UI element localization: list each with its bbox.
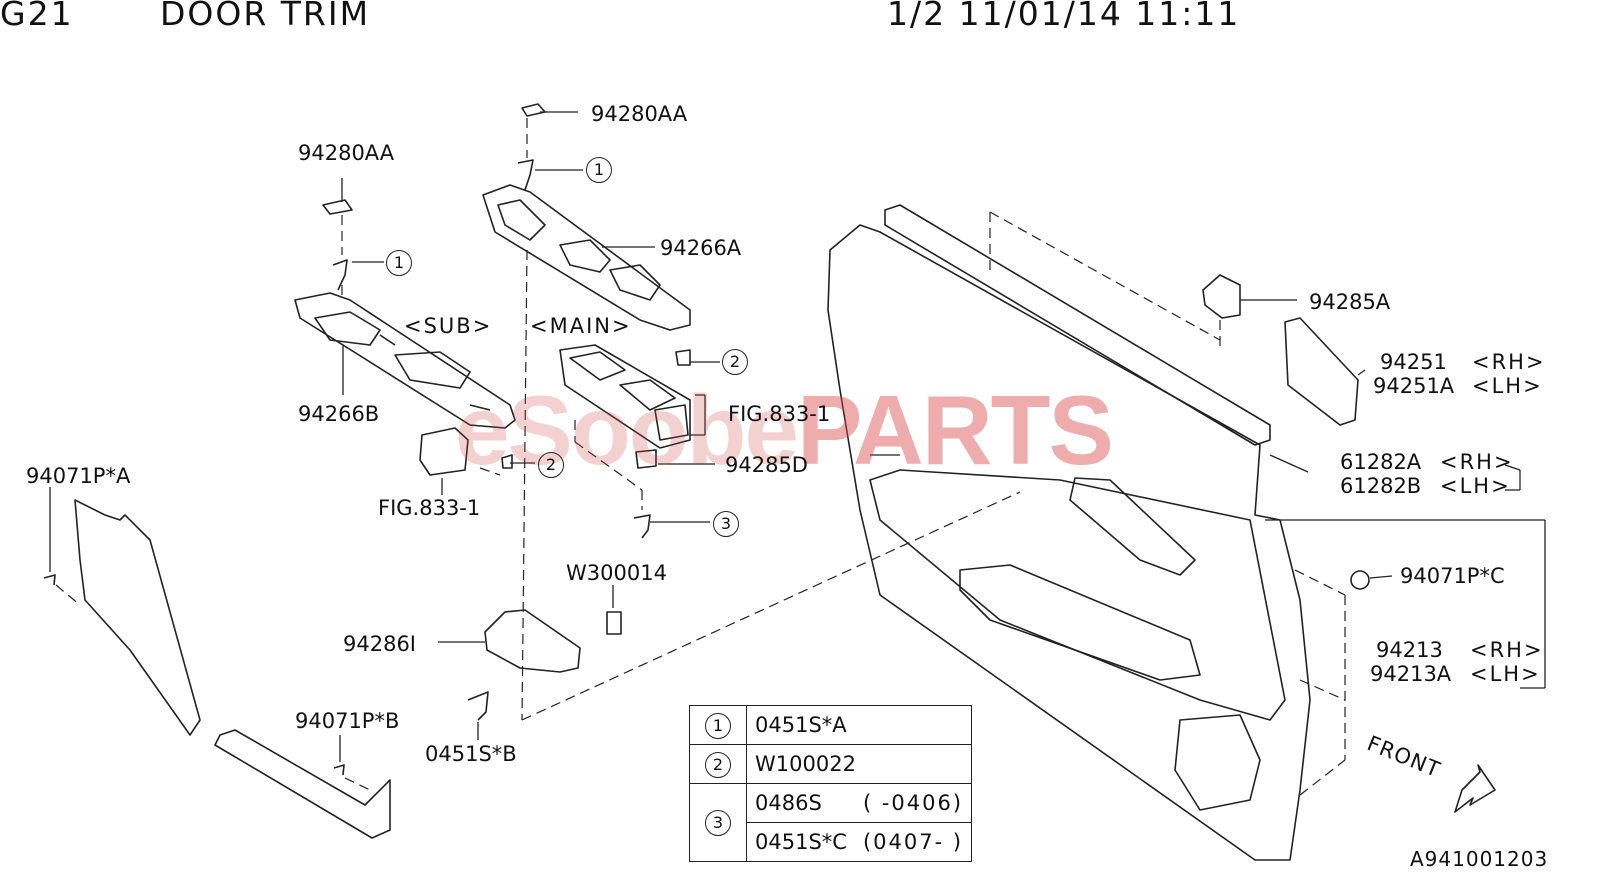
pillar-trim (74, 499, 201, 736)
diagram-code: G21 (0, 0, 74, 33)
door-trim-panel (827, 204, 1311, 861)
label-94285a: 94285A (1309, 290, 1391, 314)
label-main: <MAIN> (530, 314, 632, 338)
label-94280aa-top: 94280AA (591, 102, 688, 126)
switch-panel-94266a (482, 184, 691, 331)
table-cell-num: 2 (689, 744, 747, 784)
callout-circle: 3 (713, 511, 739, 537)
leader-lines (49, 111, 1546, 762)
callout-circle: 3 (705, 810, 731, 836)
callout-3: 3 (713, 511, 739, 537)
callout-1-top: 1 (586, 157, 612, 183)
callout-circle: 2 (705, 751, 731, 778)
clip-94285a (1202, 274, 1241, 319)
label-94266a: 94266A (660, 236, 742, 260)
label-fig833-left: FIG.833-1 (378, 496, 481, 520)
callout-2-right: 2 (722, 349, 748, 375)
trim-94251 (1284, 317, 1359, 426)
label-61282a-side: <RH> (1440, 450, 1514, 474)
callout-1-left: 1 (386, 250, 412, 276)
page-date: 1/2 11/01/14 11:11 (887, 0, 1241, 33)
label-94266b: 94266B (298, 402, 380, 426)
watermark-prefix: eSoobe (455, 375, 799, 485)
label-94071pc: 94071P*C (1400, 564, 1505, 588)
switch-block-main (559, 344, 691, 449)
label-94213a: 94213A (1370, 662, 1452, 686)
table-cell-part: 0486S (745, 783, 855, 823)
switch-panel-94266b (294, 292, 516, 429)
dashed-lines (55, 118, 1346, 796)
diagram-title: DOOR TRIM (160, 0, 371, 33)
label-94251a-side: <LH> (1472, 374, 1543, 398)
callout-circle: 1 (705, 712, 731, 739)
table-row: 0451S*C (0407- ) (690, 822, 973, 862)
label-94280aa-left: 94280AA (298, 141, 395, 165)
label-sub: <SUB> (404, 314, 493, 338)
label-94251: 94251 (1380, 350, 1447, 374)
table-cell-part: 0451S*A (745, 705, 973, 745)
switch-fig833-left (419, 427, 469, 476)
table-cell-num: 3 (689, 783, 747, 862)
label-94285d: 94285D (725, 453, 808, 477)
table-cell-range: ( -0406) (854, 783, 973, 823)
clip-w300014 (606, 611, 622, 635)
label-94213-side: <RH> (1470, 638, 1544, 662)
callout-2-left: 2 (538, 452, 564, 478)
label-61282a: 61282A (1340, 450, 1422, 474)
label-94286i: 94286I (343, 632, 416, 656)
callout-circle: 2 (722, 349, 748, 375)
callout-circle: 2 (538, 452, 564, 478)
label-61282b-side: <LH> (1440, 474, 1511, 498)
callout-circle: 1 (386, 250, 412, 276)
screws (43, 103, 691, 776)
sill-strip (214, 729, 391, 839)
diagram-id: A941001203 (1410, 847, 1549, 871)
esoobe-parts-watermark: eSoobePARTS (455, 374, 1114, 487)
table-cell-part: W100022 (745, 744, 973, 784)
front-arrow (1454, 764, 1496, 813)
label-fig833-right: FIG.833-1 (728, 402, 831, 426)
label-61282b: 61282B (1340, 474, 1422, 498)
watermark-brand: PARTS (796, 375, 1114, 485)
label-94213: 94213 (1376, 638, 1443, 662)
label-94071pa: 94071P*A (26, 464, 131, 488)
parts-reference-table: 1 0451S*A 2 W100022 3 0486S ( -0406) 045… (689, 705, 973, 862)
label-0451sb: 0451S*B (425, 742, 517, 766)
clip-94071pc (1350, 570, 1370, 590)
label-94071pb: 94071P*B (295, 709, 400, 733)
table-cell-num: 1 (689, 705, 747, 745)
label-w300014: W300014 (566, 561, 667, 585)
label-94251a: 94251A (1373, 374, 1455, 398)
table-row: 3 0486S ( -0406) (689, 783, 973, 862)
table-cell-part: 0451S*C (745, 822, 855, 862)
callout-circle: 1 (586, 157, 612, 183)
bracket-94286i (484, 609, 581, 673)
table-cell-range: (0407- ) (854, 822, 973, 862)
table-row: 2 W100022 (689, 744, 973, 784)
label-94251-side: <RH> (1472, 350, 1546, 374)
label-94213a-side: <LH> (1470, 662, 1541, 686)
table-row: 1 0451S*A (689, 705, 973, 745)
